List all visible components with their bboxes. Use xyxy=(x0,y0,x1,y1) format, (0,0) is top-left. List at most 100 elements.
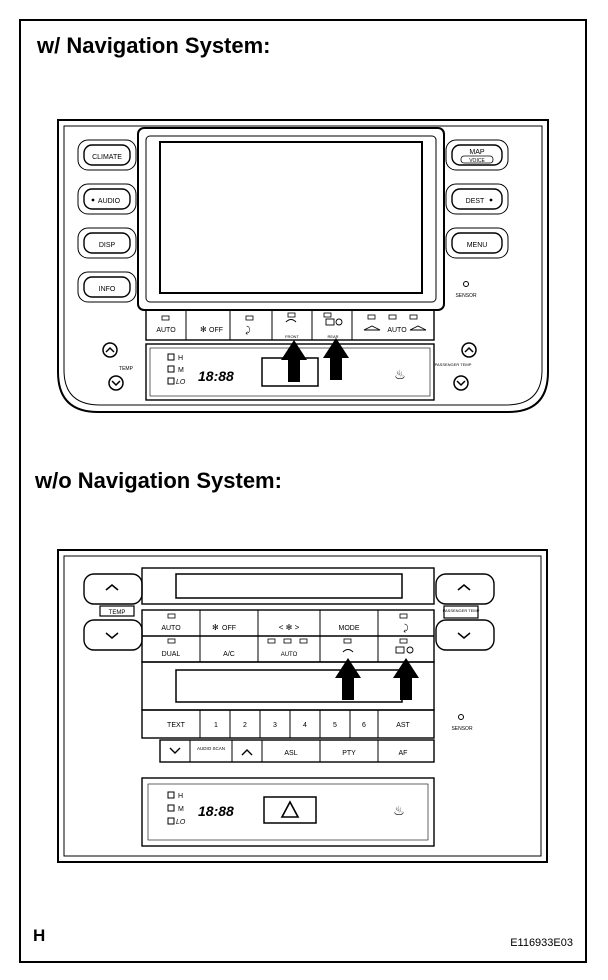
nonav-dual-label: DUAL xyxy=(162,651,181,658)
preset-2-label: 2 xyxy=(243,722,247,729)
preset-6-label: 6 xyxy=(362,722,366,729)
nav-rear-defroster-icon xyxy=(325,318,335,326)
nav-fan-levels: H M LO xyxy=(167,353,186,386)
nav-fan-icon: ✻ xyxy=(200,325,207,334)
nonav-hazard-button[interactable] xyxy=(263,796,317,824)
dest-button[interactable] xyxy=(451,188,503,210)
nav-sensor-icon xyxy=(463,281,469,287)
nav-rear-label: REAR xyxy=(327,334,338,339)
nav-lower-display xyxy=(145,343,435,401)
nav-screen-frame xyxy=(137,127,445,311)
audio-led-icon xyxy=(91,198,95,202)
disp-button[interactable] xyxy=(83,232,131,254)
nonav-top-display xyxy=(175,573,403,599)
nav-sensor-label: SENSOR xyxy=(455,293,477,299)
dest-led-icon xyxy=(489,198,493,202)
nonav-temp-up-button[interactable] xyxy=(83,573,143,605)
svg-text:LO: LO xyxy=(176,819,186,826)
nonav-auto-label: AUTO xyxy=(161,625,181,632)
nonav-pass-temp-label: PASSENGER TEMP xyxy=(443,608,480,613)
nonav-off-label: OFF xyxy=(222,625,236,632)
nonav-lower-display xyxy=(141,777,435,847)
nonav-audio-display xyxy=(175,669,403,703)
nonav-auto2-label: AUTO xyxy=(281,652,298,658)
menu-label: MENU xyxy=(467,242,488,249)
nonav-rear-defroster-icon xyxy=(395,646,405,654)
climate-label: CLIMATE xyxy=(92,154,122,161)
preset-3-label: 3 xyxy=(273,722,277,729)
audio-scan-label: AUDIO SCAN xyxy=(197,746,225,751)
nav-panel: CLIMATE AUDIO DISP INFO MAP VOICE DEST xyxy=(57,119,549,413)
nonav-fan-icon: ✻ xyxy=(212,623,219,632)
preset-ast-label: AST xyxy=(396,722,410,729)
nav-clock: 18:88 xyxy=(198,368,234,384)
dest-label: DEST xyxy=(466,198,485,205)
title-with-navigation: w/ Navigation System: xyxy=(37,33,271,58)
diagram-frame xyxy=(19,19,587,963)
svg-text:H: H xyxy=(178,793,183,800)
nav-temp-down-button[interactable] xyxy=(108,375,124,391)
nonav-clock: 18:88 xyxy=(198,803,234,819)
preset-4-label: 4 xyxy=(303,722,307,729)
nav-climate-row: AUTO ✻ OFF ⤸ FRONT REAR AUTO xyxy=(145,309,435,341)
af-label: AF xyxy=(399,750,408,757)
nonav-airflow-icon: ⤸ xyxy=(403,623,409,634)
nav-temp-label: TEMP xyxy=(119,366,134,372)
nav-front-label: FRONT xyxy=(285,334,299,339)
nonav-pass-temp-down-button[interactable] xyxy=(435,619,495,651)
audio-button[interactable] xyxy=(83,188,131,210)
chevron-down-icon xyxy=(169,747,181,754)
nonav-sensor-label: SENSOR xyxy=(451,726,473,732)
nonav-sensor-icon xyxy=(458,714,464,720)
chevron-up-icon xyxy=(105,346,115,353)
title-without-navigation: w/o Navigation System: xyxy=(35,468,282,493)
map-voice-button[interactable] xyxy=(451,144,503,166)
menu-button[interactable] xyxy=(451,232,503,254)
svg-text:LO: LO xyxy=(176,379,186,386)
asl-label: ASL xyxy=(284,750,297,757)
nonav-mode-label: MODE xyxy=(339,625,360,632)
preset-text-label: TEXT xyxy=(167,722,186,729)
nonav-fan-speed-icon: < ✻ > xyxy=(279,623,300,632)
nav-off-label: OFF xyxy=(209,327,223,334)
nav-temp-up-button[interactable] xyxy=(102,342,118,358)
arrow-up-icon xyxy=(393,658,419,700)
nonav-pass-temp-up-button[interactable] xyxy=(435,573,495,605)
nonav-seat-heater-icon: ♨ xyxy=(393,803,405,818)
nonav-temp-label: TEMP xyxy=(109,610,126,616)
nav-auto-label: AUTO xyxy=(156,327,176,334)
nav-defroster-icon xyxy=(285,319,297,323)
nav-seat-heater-icon: ♨ xyxy=(394,367,406,382)
hazard-icon xyxy=(280,800,300,818)
nav-pass-temp-label: PASSENGER TEMP xyxy=(435,362,472,367)
info-label: INFO xyxy=(99,286,116,293)
nav-pass-temp-down-button[interactable] xyxy=(453,375,469,391)
svg-text:M: M xyxy=(178,367,184,374)
nav-left-buttons: CLIMATE AUDIO DISP INFO xyxy=(77,139,137,303)
audio-label: AUDIO xyxy=(98,198,121,205)
nonav-ac-label: A/C xyxy=(223,651,235,658)
voice-label: VOICE xyxy=(469,158,485,164)
nonav-fan-levels: H M LO xyxy=(167,791,186,826)
arrow-up-icon xyxy=(281,340,307,382)
figure-code: E116933E03 xyxy=(510,937,573,949)
figure-letter: H xyxy=(33,926,46,945)
chevron-down-icon xyxy=(111,380,121,387)
chevron-up-icon xyxy=(241,749,253,756)
nav-airflow-icon: ⤸ xyxy=(245,325,251,336)
nav-auto2-label: AUTO xyxy=(387,327,407,334)
nonav-panel: TEMP PASSENGER TEMP AUTO ✻ OFF < ✻ > MOD… xyxy=(57,549,548,863)
preset-1-label: 1 xyxy=(214,722,218,729)
nonav-temp-down-button[interactable] xyxy=(83,619,143,651)
nav-pass-temp-up-button[interactable] xyxy=(461,342,477,358)
map-label: MAP xyxy=(469,149,485,156)
nonav-defroster-icon xyxy=(342,649,354,653)
info-button[interactable] xyxy=(83,276,131,298)
nav-car-recirc-icon xyxy=(363,325,381,331)
nav-display xyxy=(159,141,423,294)
svg-text:M: M xyxy=(178,806,184,813)
preset-5-label: 5 xyxy=(333,722,337,729)
arrow-up-icon xyxy=(335,658,361,700)
climate-button[interactable] xyxy=(83,144,131,166)
